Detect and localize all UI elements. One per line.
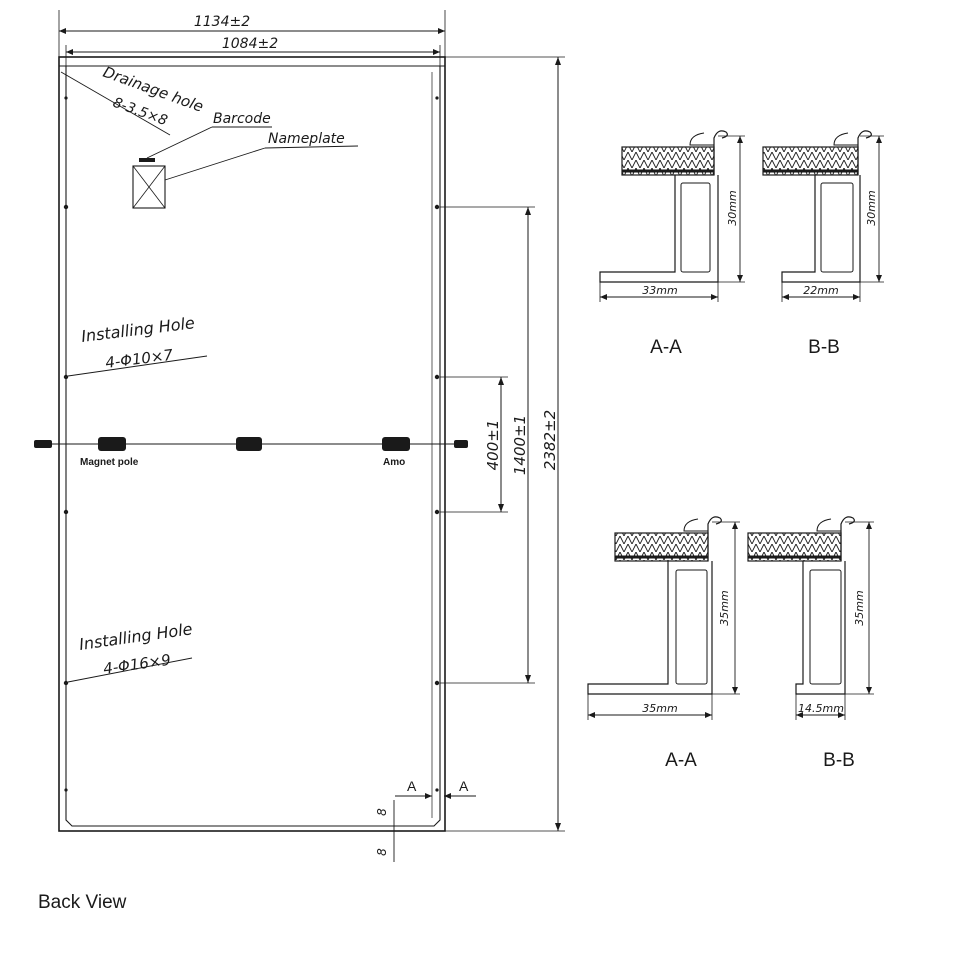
nameplate-callout: Barcode Nameplate <box>132 111 359 209</box>
installing-hole-callout-1: Installing Hole 4-Φ10×7 <box>67 313 208 377</box>
hole-dot <box>63 204 69 210</box>
length-dimension: 2382±2 <box>445 56 565 832</box>
width-dimensions: 1134±2 1084±2 <box>58 10 446 66</box>
hole-dot <box>434 204 440 210</box>
installing-holes <box>63 96 440 792</box>
total-length-label: 2382±2 <box>541 410 559 470</box>
hole-span-long-dimension: 1400±1 <box>440 206 535 684</box>
section-marker-right: A <box>459 778 469 794</box>
installing-hole-1-spec: 4-Φ10×7 <box>104 346 174 372</box>
section-2-height: 30mm <box>865 190 878 225</box>
amo-label: Amo <box>383 457 405 468</box>
edge-dimensions: 8 8 <box>375 800 402 862</box>
section-marker-left: A <box>407 778 417 794</box>
section-4-height: 35mm <box>853 590 866 625</box>
section-detail-4: 35mm 14.5mm B-B <box>747 516 874 771</box>
nameplate-label: Nameplate <box>268 131 345 147</box>
hole-dot <box>63 374 69 380</box>
magnet-pole-label: Magnet pole <box>80 457 139 468</box>
hole-span-short-label: 400±1 <box>484 420 502 471</box>
installing-hole-callout-2: Installing Hole 4-Φ16×9 <box>67 619 194 683</box>
junction-box-center <box>236 437 262 451</box>
installing-hole-1-label: Installing Hole <box>80 313 196 346</box>
nameplate-box <box>132 165 166 209</box>
overall-width-label: 1134±2 <box>194 14 250 30</box>
hole-dot <box>63 680 69 686</box>
back-view: 1134±2 1084±2 2382±2 1400±1 400±1 <box>34 10 565 913</box>
module-frame-inner <box>65 66 441 827</box>
edge-dim-2-label: 8 <box>375 848 389 856</box>
connector-left <box>34 440 52 448</box>
cable-assembly: Magnet pole Amo <box>34 437 468 468</box>
connector-right <box>454 440 468 448</box>
drainage-hole-callout: Drainage hole 8-3.5×8 <box>60 63 206 136</box>
hole-dot <box>63 509 69 515</box>
hole-dot <box>434 374 440 380</box>
section-1-label: A-A <box>650 337 682 358</box>
barcode-strip <box>139 158 155 162</box>
section-3-width: 35mm <box>642 702 677 715</box>
section-2-width: 22mm <box>803 284 838 297</box>
section-detail-2: 30mm 22mm B-B <box>762 130 884 358</box>
section-4-label: B-B <box>823 750 855 771</box>
hole-span-long-label: 1400±1 <box>511 415 529 475</box>
section-detail-1: 30mm 33mm A-A <box>599 130 745 358</box>
barcode-label: Barcode <box>213 111 271 127</box>
installing-hole-2-spec: 4-Φ16×9 <box>102 651 172 678</box>
back-view-caption: Back View <box>38 892 127 913</box>
section-3-height: 35mm <box>718 590 731 625</box>
section-4-width: 14.5mm <box>798 702 844 715</box>
section-3-label: A-A <box>665 750 697 771</box>
hole-dot <box>434 680 440 686</box>
section-markers: A A <box>395 778 476 799</box>
installing-hole-2-label: Installing Hole <box>78 619 194 654</box>
section-2-label: B-B <box>808 337 840 358</box>
section-detail-3: 35mm 35mm A-A <box>587 516 740 771</box>
hole-dot <box>434 509 440 515</box>
hole-span-short-dimension: 400±1 <box>440 376 508 513</box>
frame-width-label: 1084±2 <box>222 36 278 52</box>
section-1-height: 30mm <box>726 190 739 225</box>
junction-box-left <box>98 437 126 451</box>
edge-dim-1-label: 8 <box>375 808 389 816</box>
junction-box-right <box>382 437 410 451</box>
section-1-width: 33mm <box>642 284 677 297</box>
